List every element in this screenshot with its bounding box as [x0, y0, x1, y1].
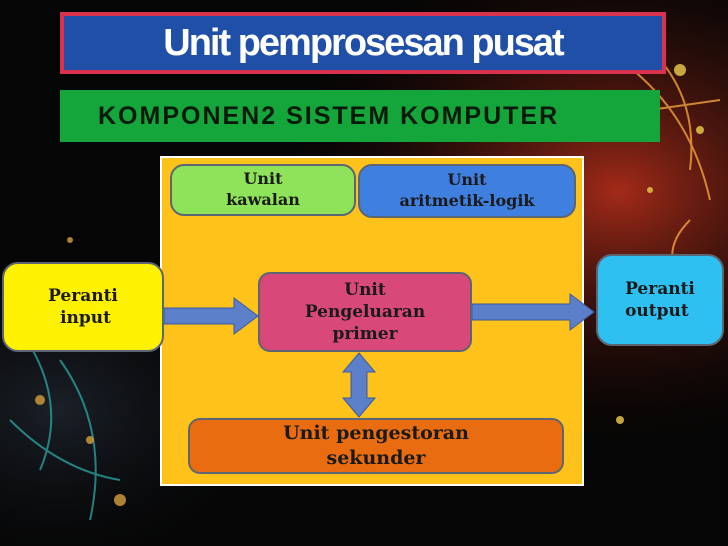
- output-device-line1: Peranti: [625, 278, 695, 299]
- control-unit-line2: kawalan: [226, 190, 300, 209]
- main-unit-line1: Unit: [344, 279, 386, 300]
- output-device-box: Peranti output: [596, 254, 724, 346]
- alu-box: Unit aritmetik-logik: [358, 164, 576, 218]
- arrow-input-to-main: [164, 297, 259, 335]
- input-device-line2: input: [60, 308, 112, 328]
- control-unit-line1: Unit: [243, 169, 283, 189]
- subtitle-banner: Komponen2 sistem komputer: [60, 90, 660, 142]
- alu-line1: Unit: [447, 170, 487, 190]
- arrow-main-storage-bidirectional: [342, 352, 376, 418]
- arrow-main-to-output: [472, 293, 595, 331]
- secondary-storage-line1: Unit pengestoran: [283, 422, 469, 445]
- input-device-line1: Peranti: [48, 285, 118, 306]
- input-device-box: Peranti input: [2, 262, 164, 352]
- control-unit-box: Unit kawalan: [170, 164, 356, 216]
- secondary-storage-box: Unit pengestoran sekunder: [188, 418, 564, 474]
- title-banner: Unit pemprosesan pusat: [60, 12, 666, 74]
- output-device-line2: output: [625, 301, 689, 321]
- alu-line2: aritmetik-logik: [399, 191, 535, 210]
- page-title: Unit pemprosesan pusat: [163, 21, 564, 64]
- secondary-storage-line2: sekunder: [326, 447, 426, 469]
- main-unit-line3: primer: [332, 324, 398, 345]
- main-unit-box: Unit Pengeluaran primer: [258, 272, 472, 352]
- page-subtitle: Komponen2 sistem komputer: [98, 102, 560, 130]
- main-unit-line2: Pengeluaran: [304, 301, 426, 322]
